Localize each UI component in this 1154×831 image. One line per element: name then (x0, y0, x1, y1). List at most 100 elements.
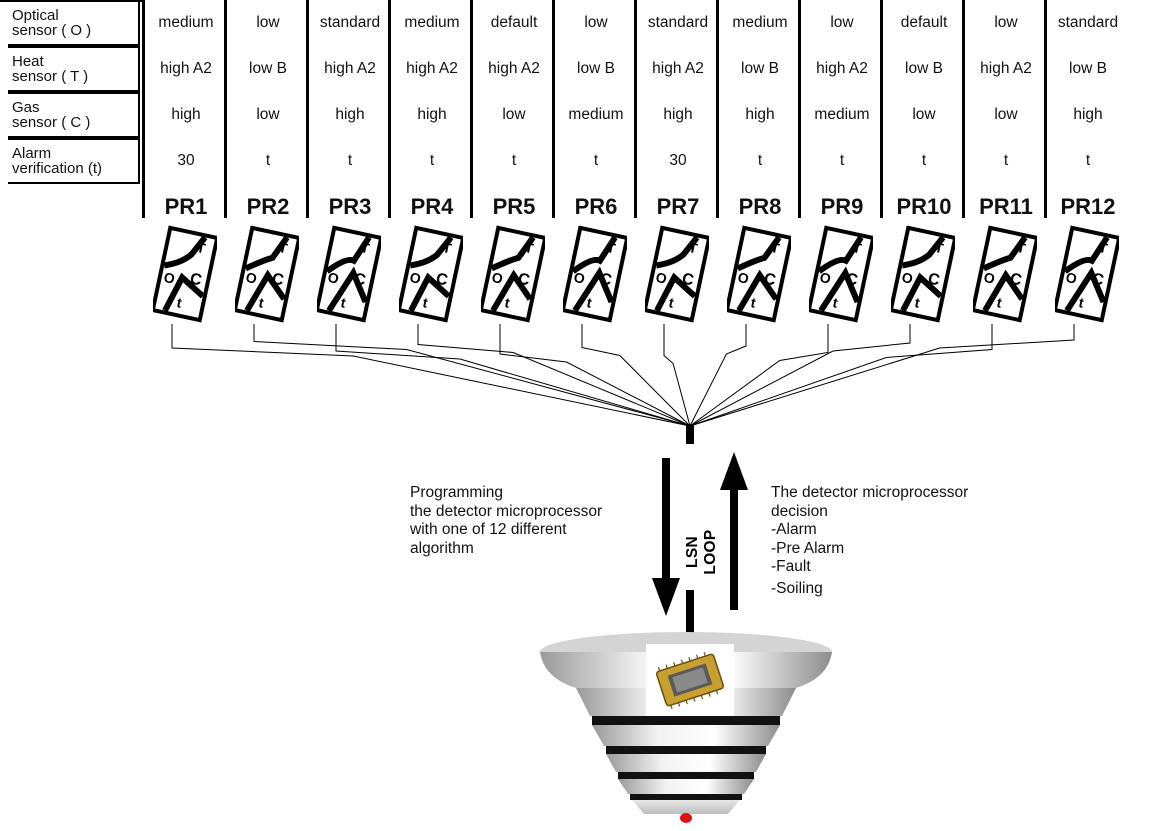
pictogram-letter-t: T (195, 239, 207, 257)
table-cell: high (663, 106, 693, 123)
decision-caption-line2: decision (771, 502, 828, 520)
table-cell: low (256, 14, 280, 31)
table-cell: high (417, 106, 447, 123)
label-optical-line2: sensor ( O ) (12, 22, 92, 39)
table-cell: low (502, 106, 526, 123)
table-cell: high A2 (160, 60, 212, 77)
table-cell: high A2 (980, 60, 1032, 77)
pictogram-letter-t-small: t (257, 294, 265, 311)
table-cell: low B (249, 60, 287, 77)
pictogram-letter-t-small: t (1077, 294, 1085, 311)
pictogram-letter-o: O (326, 269, 340, 287)
pictogram-letter-c: C (1008, 270, 1023, 289)
wire-pr3 (335, 324, 691, 427)
decision-caption: The detector microprocessor decision -Al… (771, 484, 968, 598)
table-cell: t (757, 152, 763, 169)
label-heat-line1: Heat (12, 53, 44, 70)
pictogram-letter-t: T (851, 239, 863, 257)
microprocessor-chip-icon (655, 652, 725, 710)
table-cell: t (1085, 152, 1091, 169)
label-alarm-line2: verification (t) (12, 160, 103, 177)
pictogram-letter-o: O (654, 269, 668, 287)
table-cell: low (994, 106, 1018, 123)
wire-pr5 (499, 324, 691, 427)
decision-fault: -Fault (771, 558, 811, 575)
wire-pr9 (689, 324, 829, 427)
detector-slot-4 (630, 794, 742, 800)
table-cell: default (490, 14, 538, 31)
decision-pre-alarm: -Pre Alarm (771, 539, 845, 557)
wire-pr12 (689, 324, 1075, 427)
table-column-divider (470, 0, 473, 218)
pictogram-letter-c: C (1090, 270, 1105, 289)
down-arrow-shaft (662, 458, 670, 578)
table-cell: standard (647, 14, 709, 31)
lsn-loop-label: LSN LOOP (684, 529, 719, 575)
programming-caption: Programming the detector microprocessor … (410, 484, 602, 558)
label-gas-line1: Gas (12, 99, 40, 116)
detector-ring-4 (618, 779, 754, 794)
program-label: PR2 (246, 194, 290, 219)
down-arrow-head (652, 578, 680, 616)
table-cell: low B (741, 60, 779, 77)
table-cell: high A2 (652, 60, 704, 77)
pictogram-letter-o: O (162, 269, 176, 287)
table-column-divider (634, 0, 637, 218)
wire-pr10 (689, 324, 911, 427)
pictogram-letter-t: T (277, 239, 289, 257)
pictogram-letter-c: C (844, 270, 859, 289)
row-label-gas: Gas sensor ( C ) (8, 92, 140, 138)
table-cell: t (265, 152, 271, 169)
pictogram-letter-t: T (687, 239, 699, 257)
pictogram-letter-t: T (359, 239, 371, 257)
row-label-alarm: Alarm verification (t) (8, 138, 140, 184)
wire-pr6 (581, 324, 691, 427)
program-label: PR11 (979, 194, 1033, 219)
label-gas-line2: sensor ( C ) (12, 114, 91, 131)
detector-slot-3 (618, 772, 754, 779)
programming-caption-line4: algorithm (410, 539, 474, 557)
pictogram-letter-c: C (188, 270, 203, 289)
table-cell: high (171, 106, 201, 123)
table-cell: t (1003, 152, 1009, 169)
table-cell: low (256, 106, 280, 123)
table-cell: default (900, 14, 948, 31)
table-cell: t (921, 152, 927, 169)
table-cell: 30 (177, 152, 195, 169)
pictogram-letter-t-small: t (913, 294, 921, 311)
detector-bottom-cap (632, 800, 740, 814)
table-column-divider (306, 0, 309, 218)
pictogram-letter-c: C (434, 270, 449, 289)
program-label: PR5 (492, 194, 536, 219)
pictogram-letter-c: C (762, 270, 777, 289)
programming-caption-line2: the detector microprocessor (410, 502, 603, 520)
table-cell: high A2 (488, 60, 540, 77)
table-column-divider (962, 0, 965, 218)
program-label: PR9 (820, 194, 864, 219)
detector-slot-1 (592, 716, 780, 725)
pictogram-letter-c: C (516, 270, 531, 289)
table-cell: t (511, 152, 517, 169)
table-cell: low B (577, 60, 615, 77)
pictogram-letter-t-small: t (831, 294, 839, 311)
label-alarm-line1: Alarm (12, 145, 52, 162)
decision-alarm: -Alarm (771, 521, 817, 538)
table-cell: medium (568, 106, 624, 123)
pictogram-letter-o: O (244, 269, 258, 287)
programming-caption-line1: Programming (410, 484, 504, 501)
table-cell: low (584, 14, 608, 31)
pictogram-letter-c: C (270, 270, 285, 289)
decision-caption-line1: The detector microprocessor (771, 484, 969, 501)
table-cell: high (335, 106, 365, 123)
pictogram-letter-t: T (769, 239, 781, 257)
detector-slot-2 (606, 746, 766, 754)
pictogram-letter-t: T (605, 239, 617, 257)
pictogram-letter-o: O (982, 269, 996, 287)
table-column-divider (880, 0, 883, 218)
up-arrow-head (720, 452, 748, 490)
